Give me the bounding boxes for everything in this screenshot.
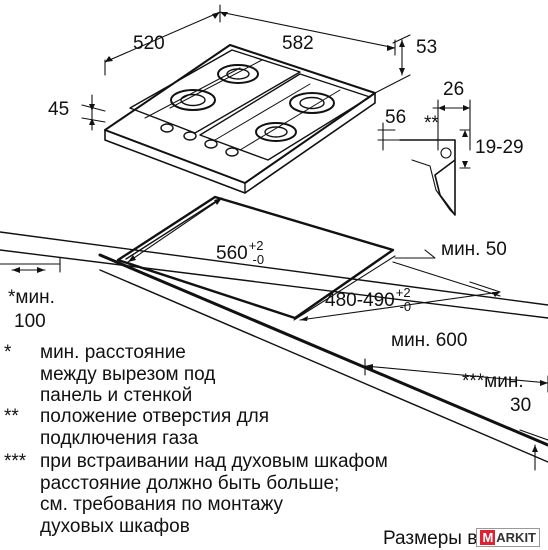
note-3-mark: *** <box>4 451 27 472</box>
cutout-width-minus: -0 <box>252 252 265 267</box>
cutout-depth-base: 480-490 <box>325 290 395 311</box>
dim-cutout-width-label: 560+2-0 <box>216 239 264 266</box>
cutout-depth-minus: -0 <box>399 299 412 314</box>
cutout-width-base: 560 <box>216 243 248 264</box>
note-1-text: мин. расстояние между вырезом под панель… <box>40 342 215 407</box>
dim-width-label: 520 <box>133 33 165 54</box>
dim-56-label: 56 <box>385 107 407 128</box>
note-3-text: при встраивании над духовым шкафом расст… <box>40 451 388 537</box>
hob <box>104 44 376 194</box>
dim-min600-label: мин. 600 <box>391 330 468 351</box>
control-knobs <box>160 123 239 157</box>
dim-26-label: 26 <box>443 79 465 100</box>
dim-min100-line1: *мин. <box>8 287 55 308</box>
note-2-line-1: положение отверстия для <box>40 406 270 427</box>
gas-mark-label: ** <box>424 113 439 134</box>
watermark-m: M <box>480 530 496 545</box>
worktop <box>0 231 548 463</box>
cutout-width-plus: +2 <box>248 238 264 253</box>
cutout-depth-plus: +2 <box>395 285 411 300</box>
dim-53-label: 53 <box>416 37 438 58</box>
dim-19-29-label: 19-29 <box>475 137 524 158</box>
note-1-mark: * <box>4 342 12 363</box>
dim-min100-line2: 100 <box>14 311 46 332</box>
note-3-line-2: расстояние должно быть больше; <box>40 472 340 494</box>
dim-height-label: 45 <box>48 99 70 120</box>
note-1-line-1: мин. расстояние <box>40 342 186 363</box>
dim-depth-label: 582 <box>282 33 314 54</box>
dim-min50-label: мин. 50 <box>441 239 507 260</box>
note-2-line-2: подключения газа <box>40 427 199 449</box>
note-2-text: положение отверстия для подключения газа <box>40 406 269 449</box>
note-3-line-1: при встраивании над духовым шкафом <box>40 451 388 472</box>
note-1-line-2: между вырезом под <box>40 363 216 385</box>
note-3-line-4: духовых шкафов <box>40 515 190 537</box>
dim-cutout-depth-label: 480-490+2-0 <box>325 286 411 313</box>
dim-min30-line2: 30 <box>510 395 532 416</box>
cutout <box>116 195 395 320</box>
note-2-mark: ** <box>4 406 19 427</box>
dim-min30-line1: ***мин. <box>462 371 524 392</box>
dimension-lines <box>0 4 548 471</box>
note-1-line-3: панель и стенкой <box>40 385 193 406</box>
note-3-line-3: см. требования по монтажу <box>40 494 284 515</box>
watermark-text: ARKIT <box>496 530 536 545</box>
arrow-heads <box>12 12 548 452</box>
